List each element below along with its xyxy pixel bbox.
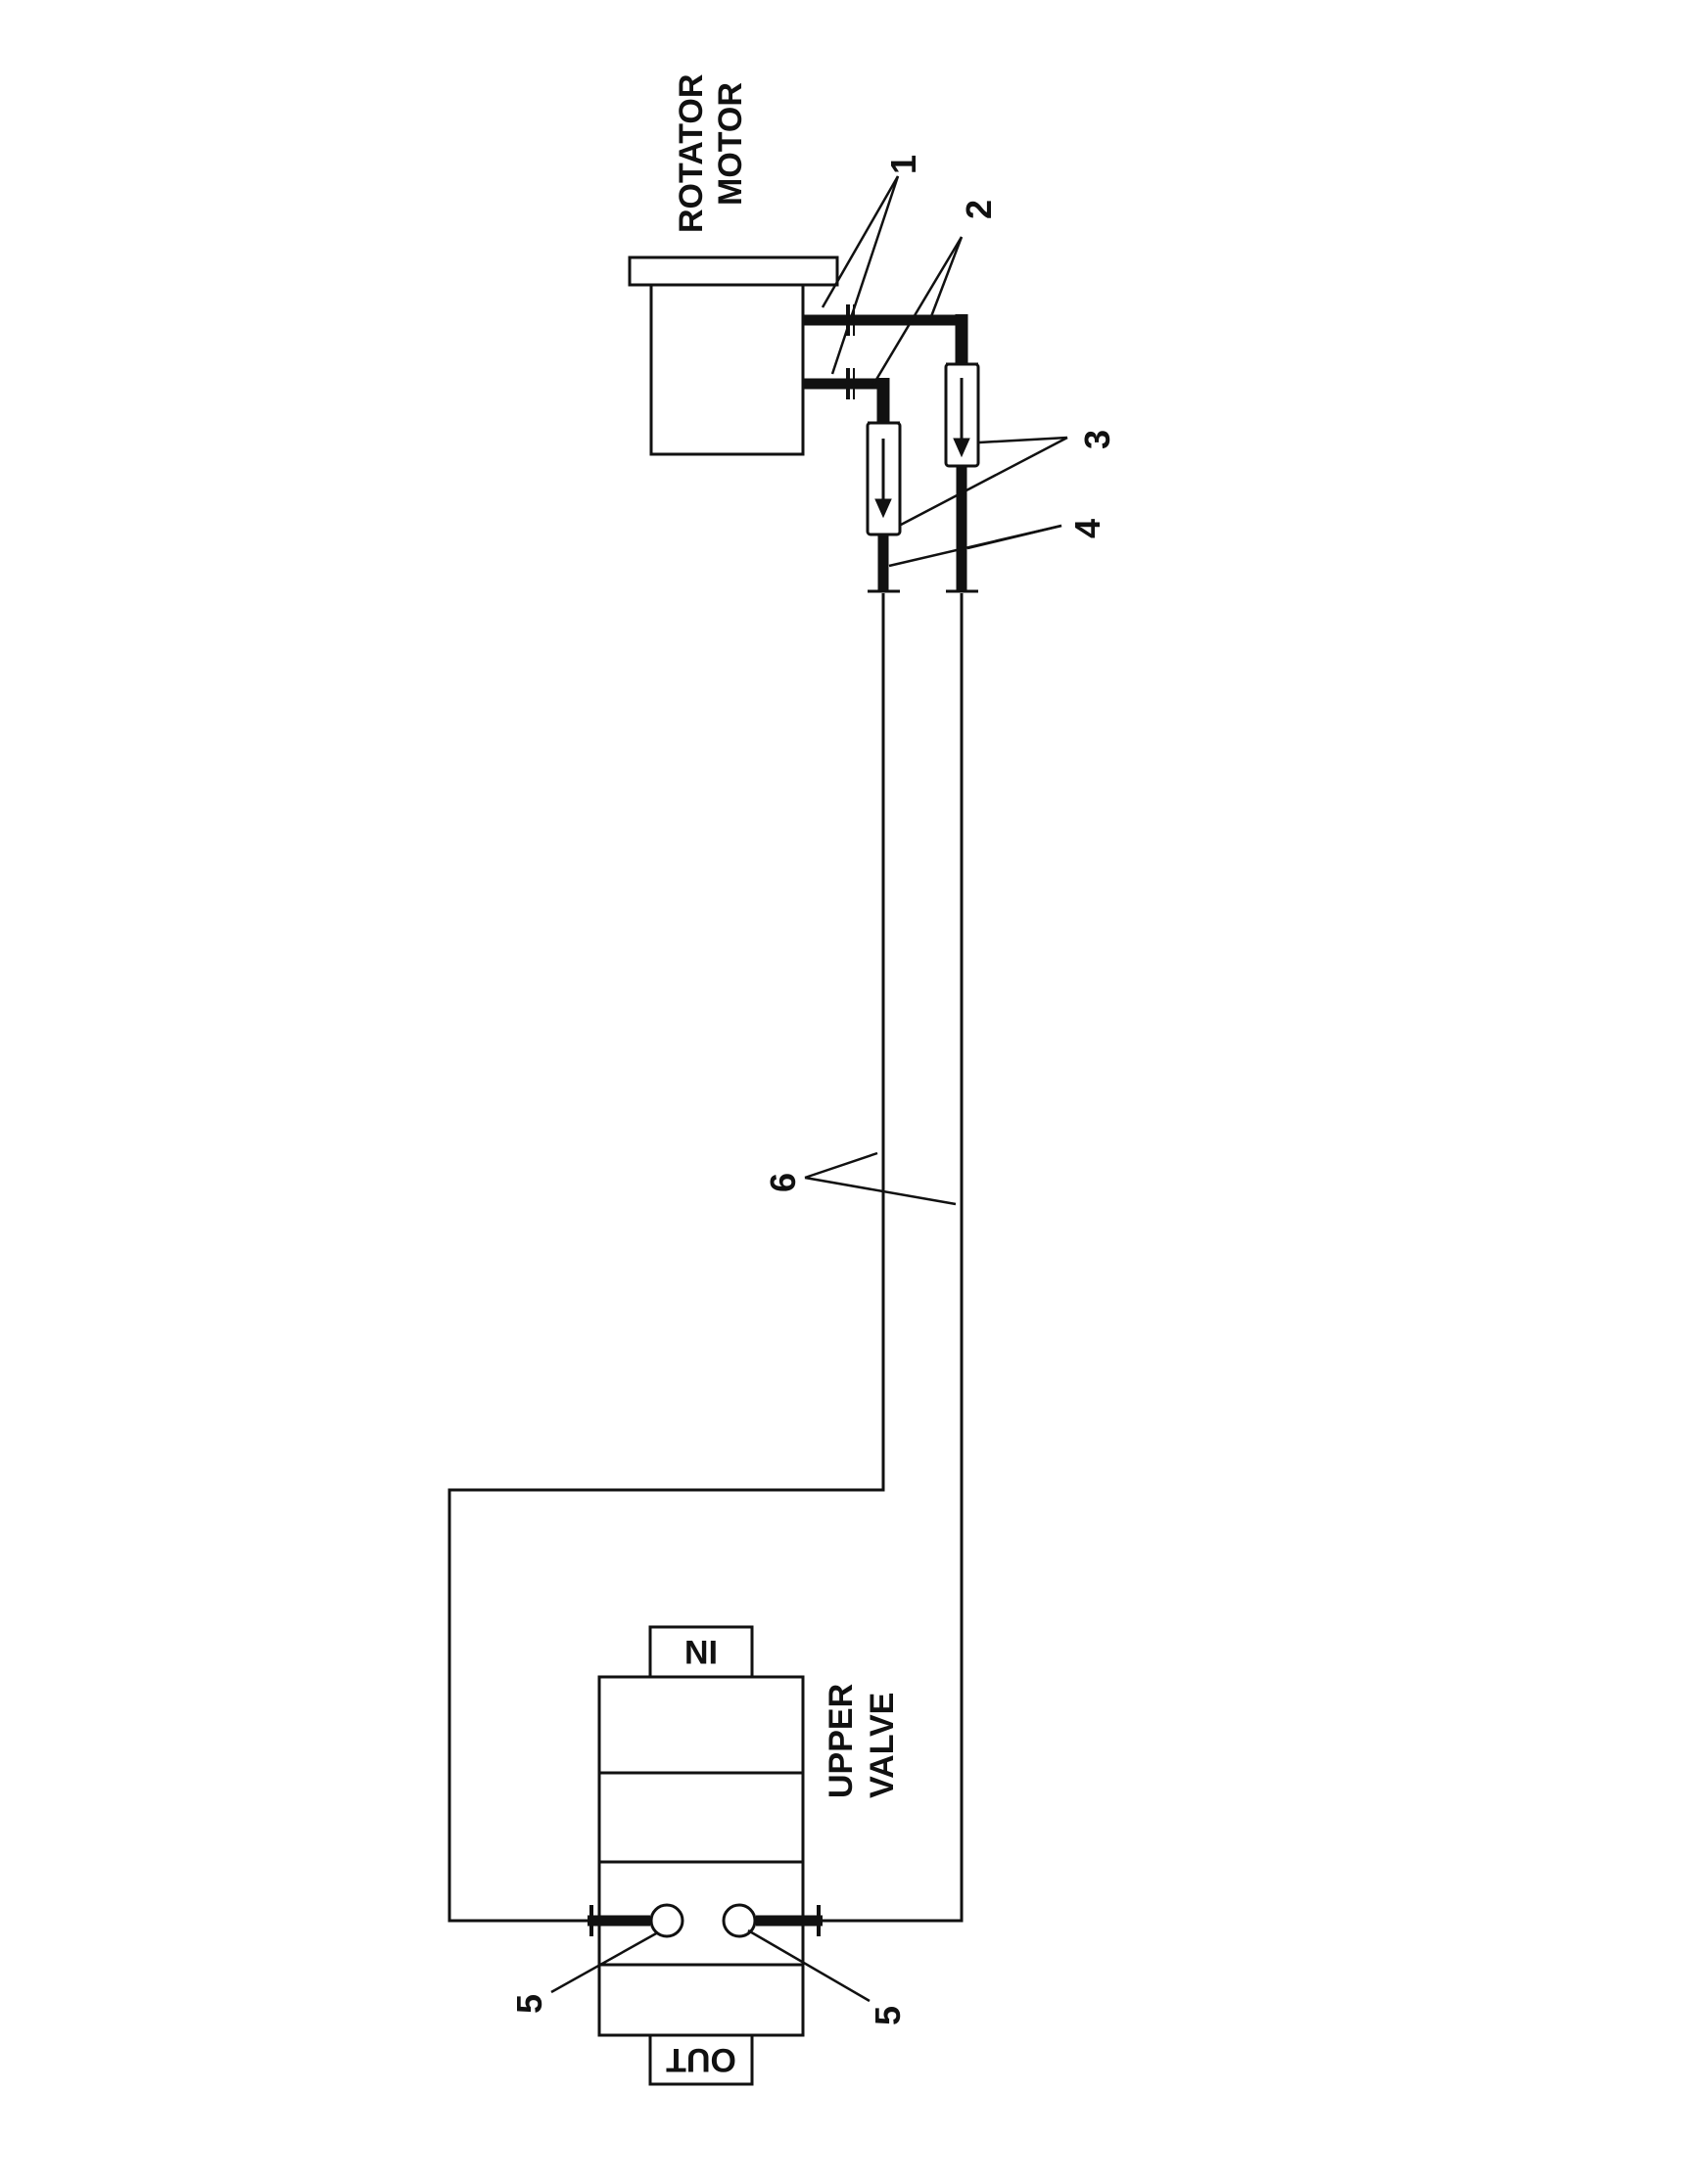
- callout-leaders: [550, 175, 1068, 2003]
- leader-1b: [830, 175, 900, 375]
- callout-4: 4: [1067, 519, 1107, 538]
- leader-6b: [804, 1176, 957, 1206]
- right-hose: [823, 593, 964, 1923]
- upper-valve-out-port: [648, 2033, 754, 2086]
- callout-1: 1: [883, 155, 923, 174]
- leader-6a: [804, 1151, 878, 1180]
- rotator-motor: [628, 256, 839, 456]
- upper-valve-in-label: IN: [684, 1633, 718, 1670]
- leader-5a: [550, 1930, 659, 1994]
- right-flow-arrow-head: [953, 438, 970, 458]
- rotator-motor-body: [649, 283, 805, 456]
- callout-3: 3: [1077, 430, 1117, 449]
- leader-5b: [747, 1928, 871, 2003]
- leader-3a: [978, 436, 1068, 444]
- leader-3b: [900, 436, 1068, 527]
- callout-5-right: 5: [868, 2006, 908, 2025]
- valve-left-port-circle: [649, 1903, 684, 1938]
- upper-valve-in-port: [648, 1625, 754, 1679]
- leader-2b: [870, 236, 964, 389]
- upper-valve-label-line1: UPPER: [823, 1684, 860, 1798]
- callout-6: 6: [763, 1173, 803, 1192]
- rotator-motor-label-line1: ROTATOR: [673, 74, 710, 233]
- upper-valve-body: [597, 1675, 805, 2037]
- heavy-tube-sections: [868, 466, 978, 593]
- callout-5-left: 5: [509, 1994, 549, 2014]
- callout-2: 2: [959, 200, 999, 219]
- motor-fittings: [803, 304, 978, 425]
- leader-1a: [821, 175, 900, 308]
- rotator-motor-label-line2: MOTOR: [712, 82, 749, 206]
- upper-valve-out-label: OUT: [666, 2041, 736, 2078]
- left-flow-arrow-head: [874, 498, 892, 519]
- upper-valve-label-line2: VALVE: [864, 1693, 901, 1798]
- valve-port-fittings: [588, 1903, 823, 1938]
- leader-2a: [928, 236, 964, 320]
- upper-valve: [597, 1625, 805, 2086]
- valve-right-port-circle: [722, 1903, 757, 1938]
- rotator-motor-flange: [628, 256, 839, 287]
- leader-4b: [888, 524, 1062, 568]
